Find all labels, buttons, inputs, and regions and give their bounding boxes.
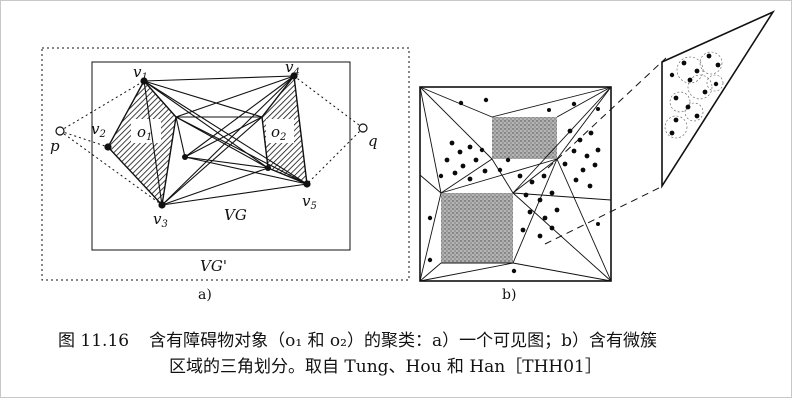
label-o1: o1	[137, 123, 152, 143]
label-v4: v4	[285, 58, 300, 78]
vertex-v5	[303, 180, 311, 188]
obstacle-o2-label-bg	[266, 119, 294, 143]
zoomed-cluster-circles	[664, 51, 724, 139]
vertex-v3	[158, 201, 166, 209]
microcluster-region-lower	[441, 193, 513, 263]
visibility-edges	[143, 75, 308, 206]
label-p: p	[50, 137, 60, 155]
label-o2: o2	[271, 123, 286, 143]
vertex-v1	[140, 77, 148, 85]
zoomed-data-points	[669, 53, 721, 136]
inner-graph-boundary	[91, 61, 351, 251]
triangulation-edges	[419, 86, 612, 282]
caption-line-1: 图 11.16 含有障碍物对象（o₁ 和 o₂）的聚类：a）一个可见图；b）含有微…	[58, 328, 657, 354]
label-vg: VG	[224, 206, 247, 224]
point-p-marker	[55, 126, 65, 136]
panel-b-label: b)	[502, 287, 516, 303]
panel-a-visibility-graph: v1 v2 v3 v4 v5 o1 o2 p q VG VG' a)	[41, 47, 410, 303]
label-v2: v2	[91, 120, 106, 140]
label-v3: v3	[153, 210, 168, 230]
outer-graph-boundary	[41, 47, 410, 281]
caption-figure-number: 图 11.16	[58, 331, 130, 351]
label-q: q	[368, 132, 378, 150]
panel-b-triangulation: b)	[419, 10, 776, 303]
zoomed-triangle	[661, 10, 776, 189]
zoom-lines	[544, 57, 667, 245]
graph-vertices	[104, 72, 311, 209]
caption-text-2: 区域的三角划分。取自 Tung、Hou 和 Han［THH01］	[169, 357, 602, 377]
label-vg-prime: VG'	[200, 257, 227, 275]
vertex-v2	[104, 143, 112, 151]
vertex-v4	[290, 72, 298, 80]
panel-a-label: a)	[198, 287, 212, 303]
label-v1: v1	[133, 63, 148, 83]
data-points	[427, 97, 601, 274]
point-q-marker	[358, 123, 368, 133]
caption-text-1: 含有障碍物对象（o₁ 和 o₂）的聚类：a）一个可见图；b）含有微簇	[149, 331, 658, 351]
microcluster-region-upper	[492, 117, 557, 159]
point-connections	[59, 75, 364, 206]
caption-line-2: 区域的三角划分。取自 Tung、Hou 和 Han［THH01］	[169, 354, 602, 380]
obstacle-o1-label-bg	[131, 119, 161, 143]
label-v5: v5	[302, 192, 317, 212]
vertex-o1-corner	[182, 154, 188, 160]
vertex-o2-corner	[265, 165, 271, 171]
